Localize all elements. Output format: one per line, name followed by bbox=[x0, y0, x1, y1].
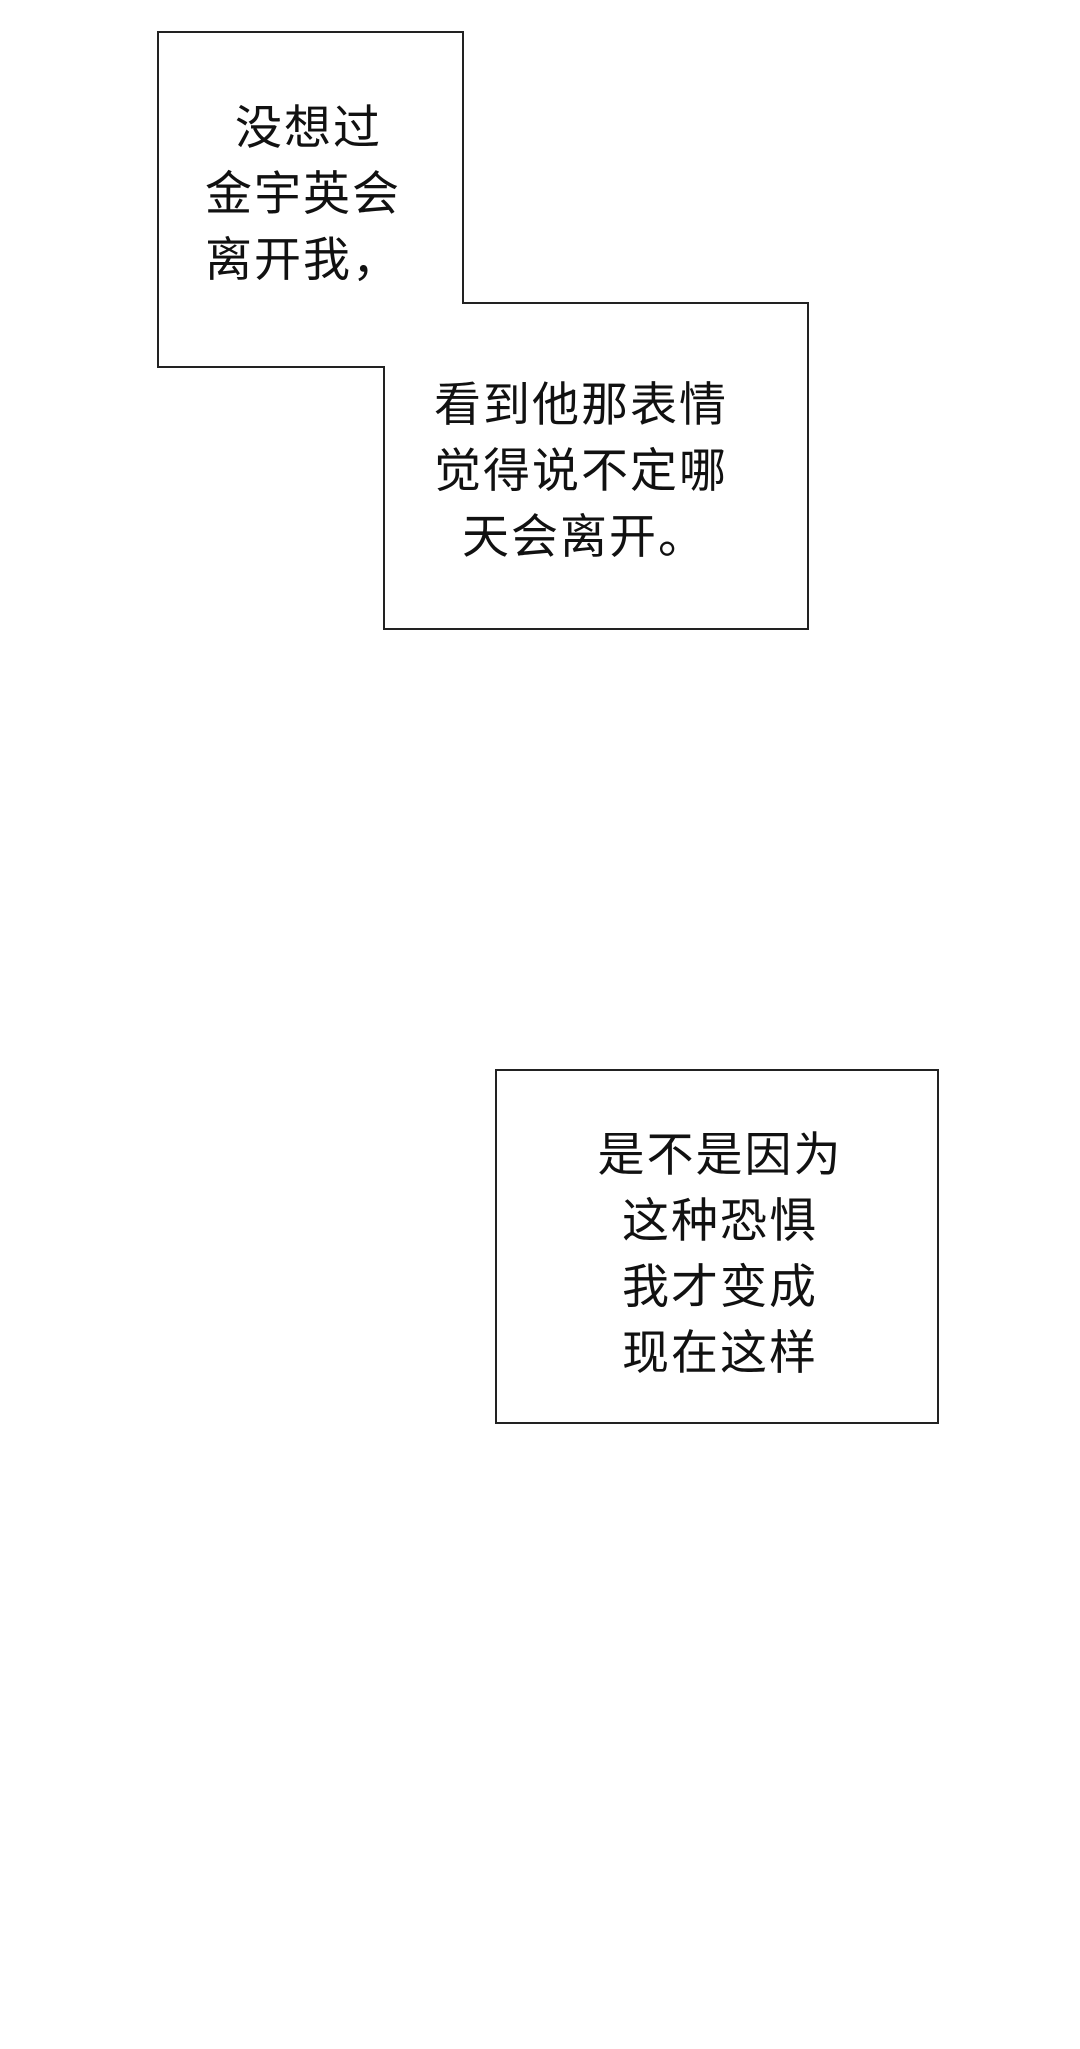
caption-line: 天会离开。 bbox=[462, 510, 707, 565]
caption-seeing-expression: 看到他那表情 觉得说不定哪 天会离开。 bbox=[434, 373, 728, 571]
caption-line: 是不是因为 bbox=[597, 1128, 843, 1183]
caption-line: 离开我， bbox=[205, 233, 401, 288]
caption-line: 这种恐惧 bbox=[622, 1194, 818, 1249]
caption-line: 金宇英会 bbox=[205, 167, 401, 222]
caption-line: 看到他那表情 bbox=[434, 378, 728, 433]
caption-line: 没想过 bbox=[235, 101, 382, 156]
lower-caption-box bbox=[495, 1069, 939, 1424]
caption-line: 我才变成 bbox=[622, 1260, 818, 1315]
caption-fear-question: 是不是因为 这种恐惧 我才变成 现在这样 bbox=[500, 1123, 940, 1387]
caption-line: 现在这样 bbox=[622, 1326, 818, 1381]
caption-line: 觉得说不定哪 bbox=[434, 444, 728, 499]
caption-never-thought: 没想过 金宇英会 离开我， bbox=[205, 96, 401, 294]
upper-caption-box bbox=[157, 31, 809, 630]
